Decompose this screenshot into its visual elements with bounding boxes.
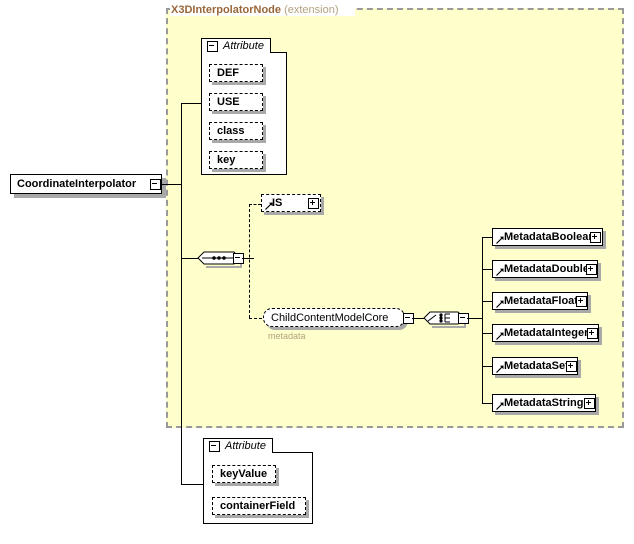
is-node-label: IS <box>272 197 283 209</box>
connector-spine-to-sequence <box>181 258 198 259</box>
connector-metadata-branch <box>482 403 492 404</box>
connector-sequence-to-branch <box>242 258 254 259</box>
bottom-attribute-tab[interactable]: Attribute <box>203 438 273 453</box>
metadata-node-label: MetadataBoolean <box>504 231 596 243</box>
metadata-node-box-metadataset[interactable]: MetadataSet <box>492 357 578 375</box>
connector-metadata-spine <box>482 237 483 403</box>
attribute-item-def[interactable]: DEF <box>209 64 263 82</box>
connector-spine-to-bottom-attributes <box>181 484 203 485</box>
metadata-node-expand-icon[interactable] <box>590 232 601 243</box>
root-element-box[interactable]: CoordinateInterpolator <box>10 174 162 194</box>
attribute-item-keyvalue[interactable]: keyValue <box>212 465 276 483</box>
extension-region-title-text: X3DInterpolatorNode <box>171 4 282 16</box>
metadata-node-label: MetadataSet <box>504 360 569 372</box>
root-element-collapse-icon[interactable] <box>150 179 161 190</box>
metadata-node-expand-icon[interactable] <box>566 361 577 372</box>
connector-branch-to-is <box>249 204 261 205</box>
metadata-node-label: MetadataFloat <box>504 295 578 307</box>
metadata-node-label: MetadataInteger <box>504 327 589 339</box>
bottom-attribute-collapse-icon[interactable] <box>209 440 220 452</box>
metadata-node-expand-icon[interactable] <box>576 296 587 307</box>
reference-arrow-icon <box>496 402 504 410</box>
child-content-model-caption: metadata <box>268 331 306 341</box>
attribute-item-containerfield-label: containerField <box>220 500 296 512</box>
metadata-node-label: MetadataString <box>504 397 584 409</box>
metadata-node-box-metadataboolean[interactable]: MetadataBoolean <box>492 228 603 246</box>
sequence-compositor[interactable] <box>196 245 248 276</box>
connector-metadata-branch <box>482 269 492 270</box>
connector-metadata-branch <box>482 366 492 367</box>
connector-metadata-branch <box>482 237 492 238</box>
reference-arrow-icon <box>496 365 504 373</box>
extension-region-title-suffix: (extension) <box>284 4 339 16</box>
connector-metadata-branch <box>482 301 492 302</box>
connector-metadata-branch <box>482 333 492 334</box>
extension-title-backdrop <box>170 2 355 16</box>
connector-spine-to-top-attributes <box>181 103 201 104</box>
reference-arrow-icon <box>496 332 504 340</box>
reference-arrow-icon <box>496 300 504 308</box>
connector-branch-vertical-dashed <box>249 204 250 318</box>
attribute-item-key-label: key <box>217 154 236 166</box>
metadata-node-box-metadatafloat[interactable]: MetadataFloat <box>492 292 588 310</box>
is-node-expand-icon[interactable] <box>308 198 319 209</box>
top-attribute-tab-label: Attribute <box>223 40 264 52</box>
top-attribute-collapse-icon[interactable] <box>207 40 218 52</box>
attribute-item-containerfield[interactable]: containerField <box>212 497 306 515</box>
metadata-node-box-metadatainteger[interactable]: MetadataInteger <box>492 324 599 342</box>
connector-childcontent-to-choice <box>412 318 424 319</box>
attribute-item-key[interactable]: key <box>209 151 263 169</box>
connector-choice-to-metadata-spine <box>467 318 482 319</box>
sequence-icon <box>197 251 242 268</box>
attribute-item-keyvalue-label: keyValue <box>220 468 268 480</box>
attribute-item-class[interactable]: class <box>209 122 263 140</box>
connector-main-spine <box>181 103 182 484</box>
top-attribute-tab[interactable]: Attribute <box>201 38 271 53</box>
choice-compositor[interactable] <box>422 305 472 336</box>
extension-region-title: X3DInterpolatorNode (extension) <box>171 4 339 16</box>
choice-icon <box>423 311 466 328</box>
metadata-node-expand-icon[interactable] <box>584 398 595 409</box>
child-content-model-box[interactable]: ChildContentModelCore <box>263 308 405 327</box>
reference-arrow-icon <box>496 268 504 276</box>
child-content-model-label: ChildContentModelCore <box>271 311 389 324</box>
reference-arrow-icon <box>496 236 504 244</box>
attribute-item-use[interactable]: USE <box>209 93 263 111</box>
root-element-label: CoordinateInterpolator <box>17 178 137 190</box>
metadata-node-expand-icon[interactable] <box>586 264 597 275</box>
is-node-box[interactable]: IS <box>261 194 321 212</box>
reference-arrow-icon <box>265 202 273 210</box>
metadata-node-label: MetadataDouble <box>504 263 589 275</box>
attribute-item-def-label: DEF <box>217 67 239 79</box>
connector-root-to-spine <box>161 184 181 185</box>
metadata-node-expand-icon[interactable] <box>587 328 598 339</box>
metadata-node-box-metadatadouble[interactable]: MetadataDouble <box>492 260 598 278</box>
connector-branch-to-childcontent <box>249 318 262 319</box>
bottom-attribute-tab-label: Attribute <box>225 440 266 452</box>
attribute-item-class-label: class <box>217 125 245 137</box>
metadata-node-box-metadatastring[interactable]: MetadataString <box>492 394 596 412</box>
attribute-item-use-label: USE <box>217 96 240 108</box>
